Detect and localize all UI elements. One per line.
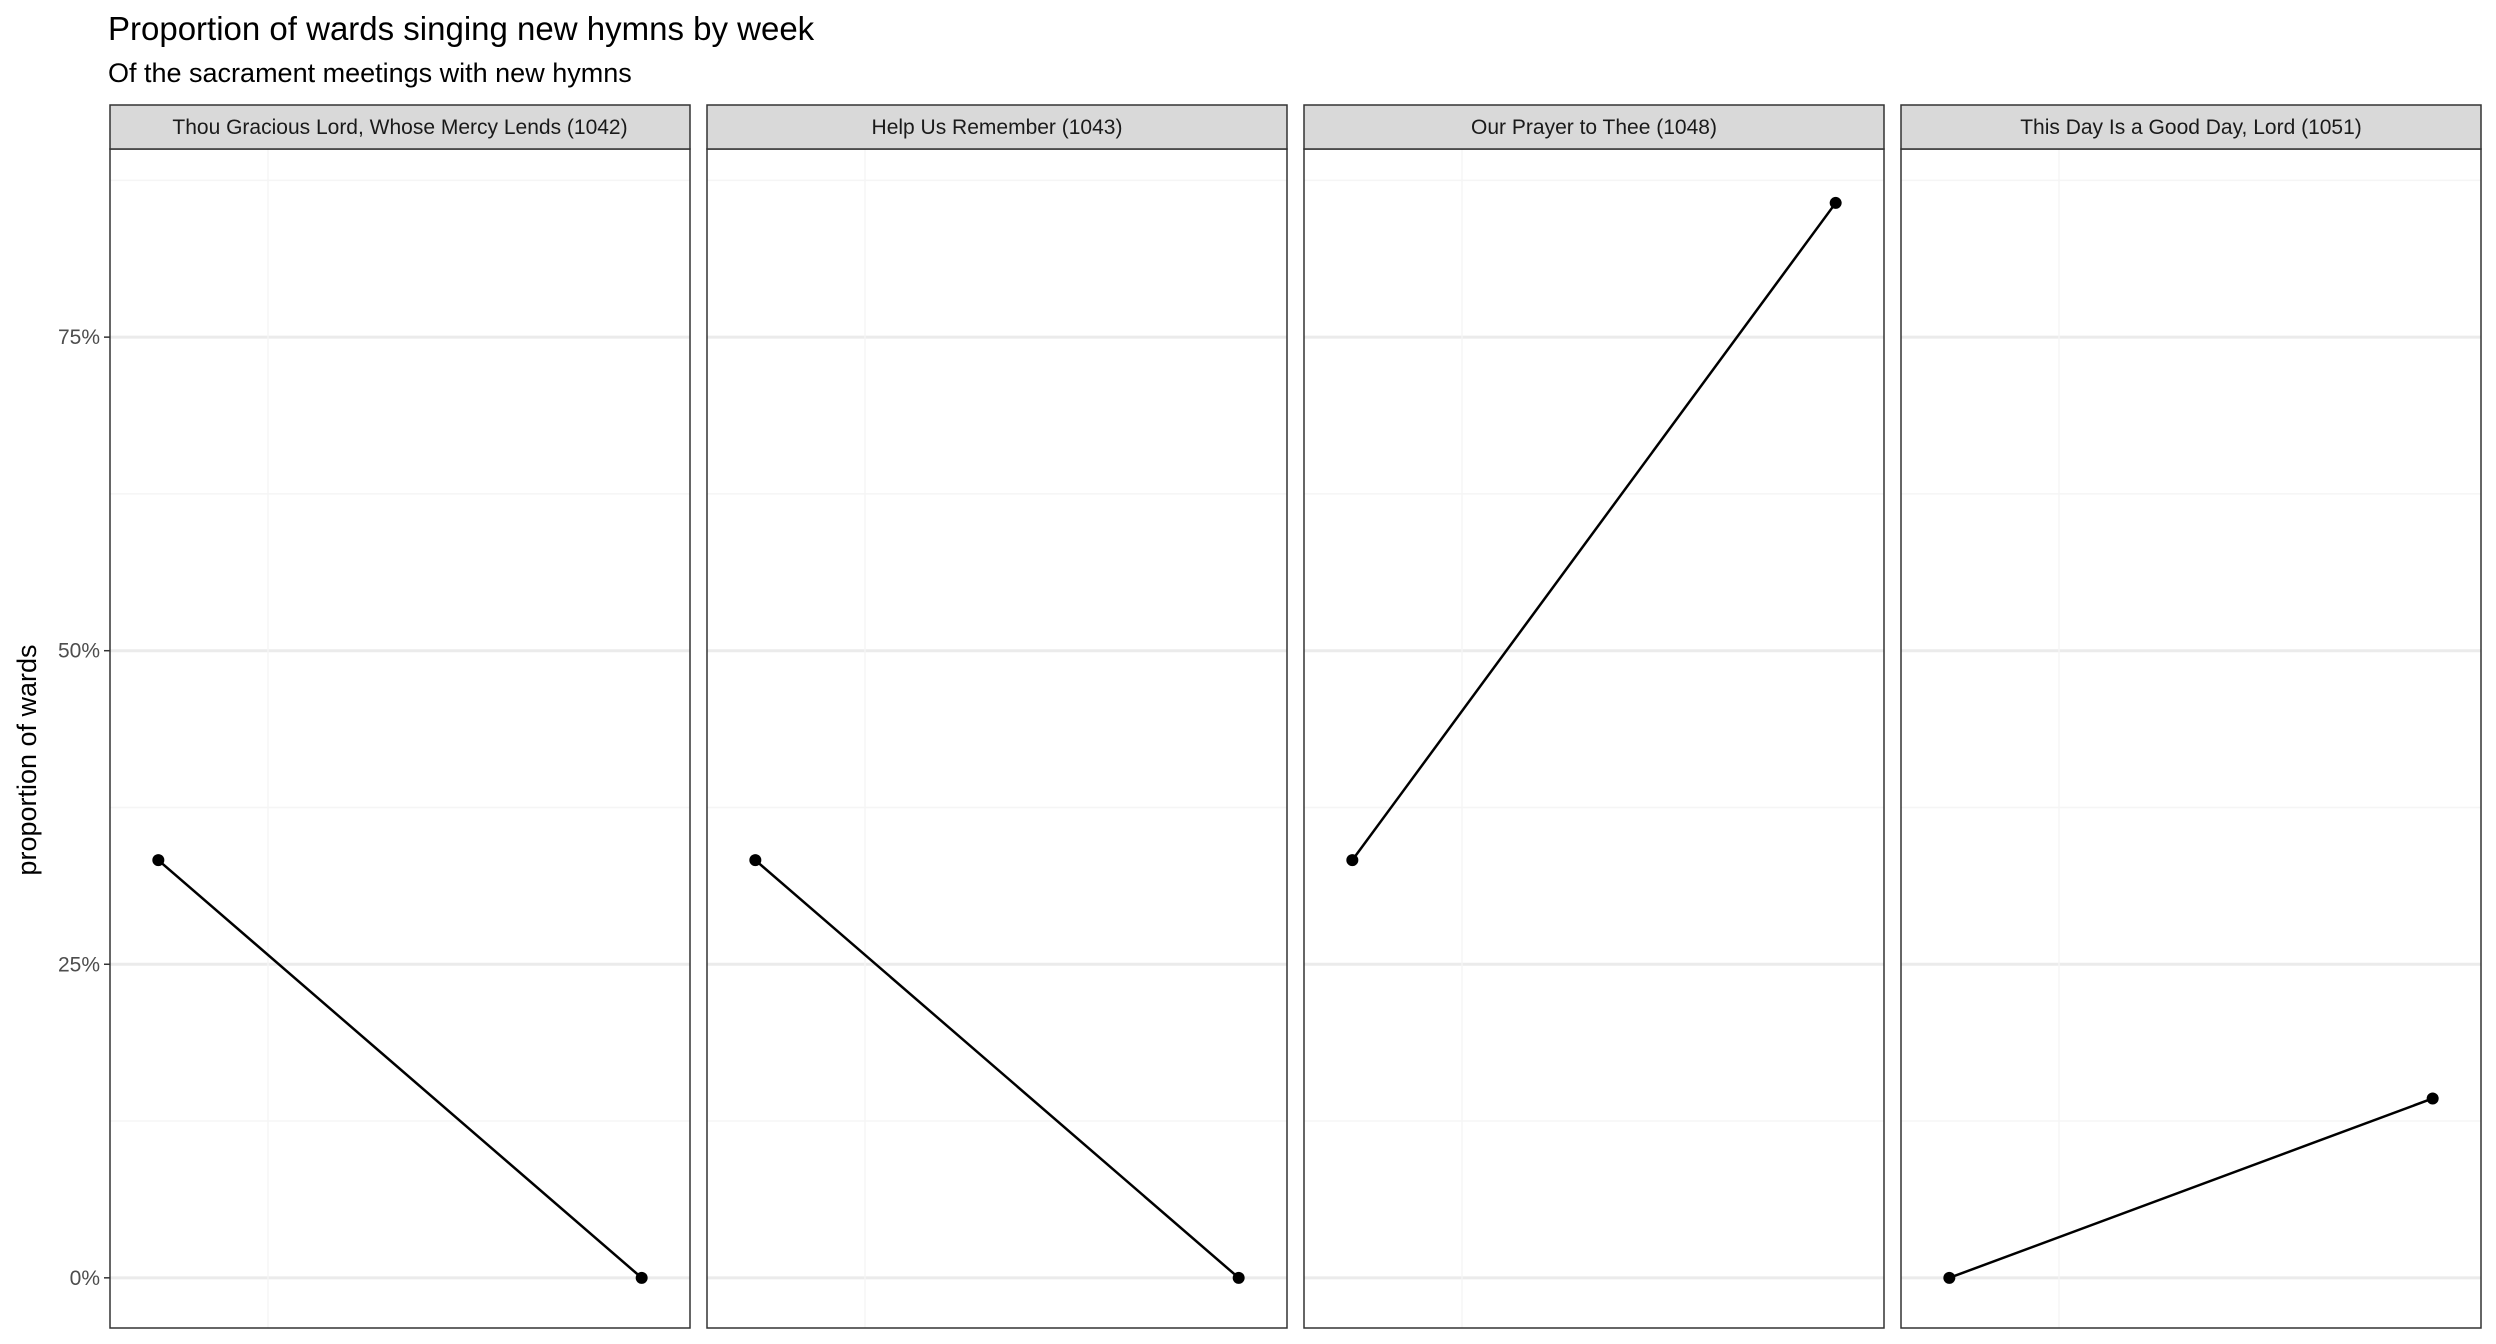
facet-strip-label: Thou Gracious Lord, Whose Mercy Lends (1… [172,116,627,139]
facet-strip [1303,104,1885,150]
facet-strip [109,104,691,150]
data-point [1232,1271,1245,1284]
data-point [1829,196,1842,209]
facet-strip [706,104,1288,150]
data-point [749,854,762,867]
y-axis-ticks: 0% 25% 50% 75% [58,326,110,1290]
facet-strip [1900,104,2482,150]
facet-strip-label: Help Us Remember (1043) [872,116,1123,139]
panel-background [110,149,690,1328]
series-line [1351,202,1837,861]
y-tick-label: 50% [58,640,100,663]
facet-strip-label: Our Prayer to Thee (1048) [1471,116,1717,139]
data-point [635,1271,648,1284]
facet-strip-label: This Day Is a Good Day, Lord (1051) [2020,116,2362,139]
data-point [1346,854,1359,867]
data-point [2426,1092,2439,1105]
facet-panel: This Day Is a Good Day, Lord (1051) [1900,104,2482,1329]
y-tick-label: 25% [58,953,100,976]
series-line [1948,1097,2434,1280]
panel-background [707,149,1287,1328]
panel-background [1901,149,2481,1328]
data-point [152,854,165,867]
y-tick-label: 75% [58,326,100,349]
y-axis-label: proportion of wards [12,644,42,875]
series-line [157,859,643,1279]
facet-panel: Thou Gracious Lord, Whose Mercy Lends (1… [109,104,691,1329]
facet-panel: Help Us Remember (1043) [706,104,1288,1329]
y-tick-label: 0% [70,1267,100,1290]
series-line [754,859,1240,1279]
panel-background [1304,149,1884,1328]
facet-panel: Our Prayer to Thee (1048) [1303,104,1885,1329]
chart-title: Proportion of wards singing new hymns by… [108,10,815,47]
facet-panels: Thou Gracious Lord, Whose Mercy Lends (1… [109,104,2482,1329]
data-point [1943,1271,1956,1284]
chart-subtitle: Of the sacrament meetings with new hymns [108,58,632,88]
